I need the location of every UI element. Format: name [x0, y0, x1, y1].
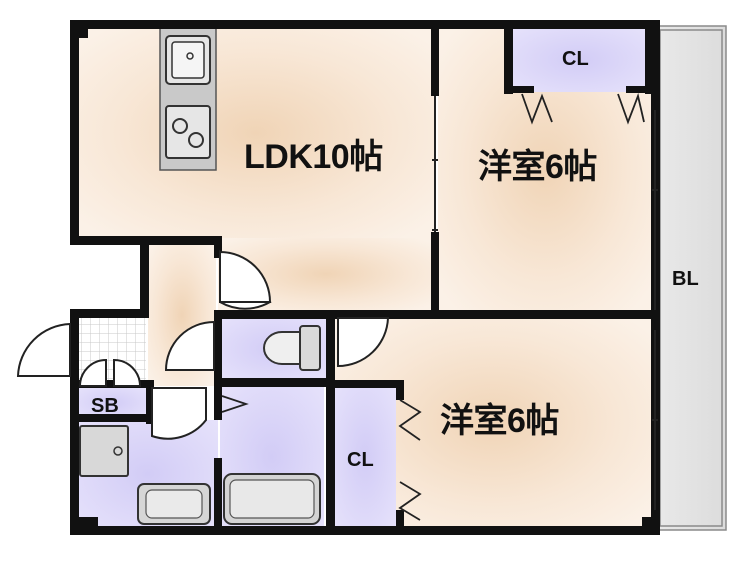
sb-door-swing [113, 358, 142, 387]
bathtub-icon [223, 473, 321, 525]
storage-label-cl-north: CL [562, 48, 589, 70]
cl-south-floor [334, 386, 396, 528]
room-label-western-north: 洋室6帖 [478, 148, 597, 186]
balcony-label: BL [672, 268, 699, 290]
door-swing [164, 320, 215, 371]
sb-floor [78, 388, 146, 418]
sb-door-swing [78, 358, 107, 387]
washbasin-icon [137, 483, 211, 525]
doors [16, 249, 390, 440]
stove-icon [165, 105, 211, 159]
toilet-icon [263, 325, 321, 371]
room-label-western-south: 洋室6帖 [440, 402, 559, 440]
balcony-floor [656, 26, 726, 530]
door-swing [219, 250, 272, 303]
sink-icon [165, 35, 211, 85]
storage-label-sb: SB [91, 395, 119, 417]
cl-north-floor [512, 28, 646, 92]
storage-label-cl-south: CL [347, 449, 374, 471]
entrance-door-swing [16, 322, 71, 377]
door-swing [151, 387, 207, 440]
sliding-doors [432, 96, 658, 510]
door-swing [337, 317, 390, 368]
closet-folding-doors [221, 92, 645, 521]
ldk-floor [78, 28, 434, 238]
washing-machine-icon [79, 425, 129, 477]
room-label-ldk: LDK10帖 [244, 138, 383, 176]
kitchen-counter [159, 27, 217, 171]
